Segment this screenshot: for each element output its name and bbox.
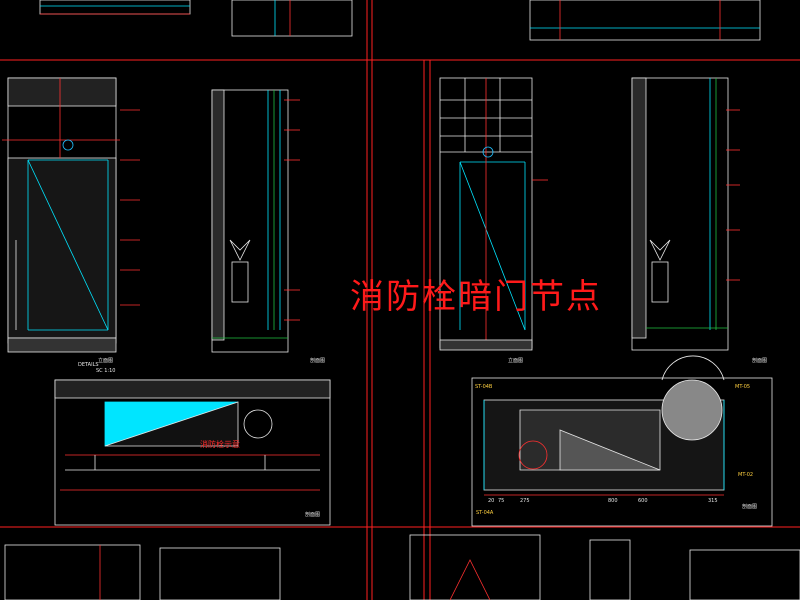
right-section (631, 77, 740, 351)
dim-4: 20 (488, 498, 494, 504)
label-left-scale: SC 1:10 (96, 368, 115, 374)
label-plan-right: 剖面图 (742, 503, 757, 510)
view-labels: DETAILS 立面图 SC 1:10 剖面图 立面图 剖面图 剖面图 剖面图 (78, 357, 767, 518)
code-2: MT-02 (738, 472, 753, 478)
label-left-details: DETAILS (78, 362, 99, 368)
dim-2: 800 (608, 498, 618, 504)
plan-section-right (471, 355, 773, 527)
left-section (211, 89, 300, 353)
hydrant-label: 消防栓示意 (200, 440, 240, 449)
code-3: ST-04A (476, 510, 494, 516)
dim-3: 315 (708, 498, 718, 504)
bottom-details (4, 534, 800, 600)
dimension-labels: 75 275 800 315 20 600 (488, 498, 718, 504)
label-right-section: 剖面图 (752, 357, 767, 364)
code-1: MT-05 (735, 384, 750, 390)
top-detail-right (529, 0, 761, 41)
label-left-elevation: 立面图 (98, 357, 113, 364)
label-plan-left: 剖面图 (305, 511, 320, 518)
label-left-section: 剖面图 (310, 357, 325, 364)
left-elevation (2, 77, 140, 353)
code-0: ST-04B (475, 384, 493, 390)
drawing-title: 消防栓暗门节点 (350, 277, 602, 317)
right-elevation (439, 77, 548, 351)
dim-1: 275 (520, 498, 530, 504)
dim-0: 75 (498, 498, 504, 504)
plan-section-left (54, 379, 331, 526)
top-detail-left (39, 0, 353, 37)
panel-code-labels: ST-04B MT-05 MT-02 ST-04A (475, 384, 753, 516)
dim-5: 600 (638, 498, 648, 504)
label-right-elevation: 立面图 (508, 357, 523, 364)
